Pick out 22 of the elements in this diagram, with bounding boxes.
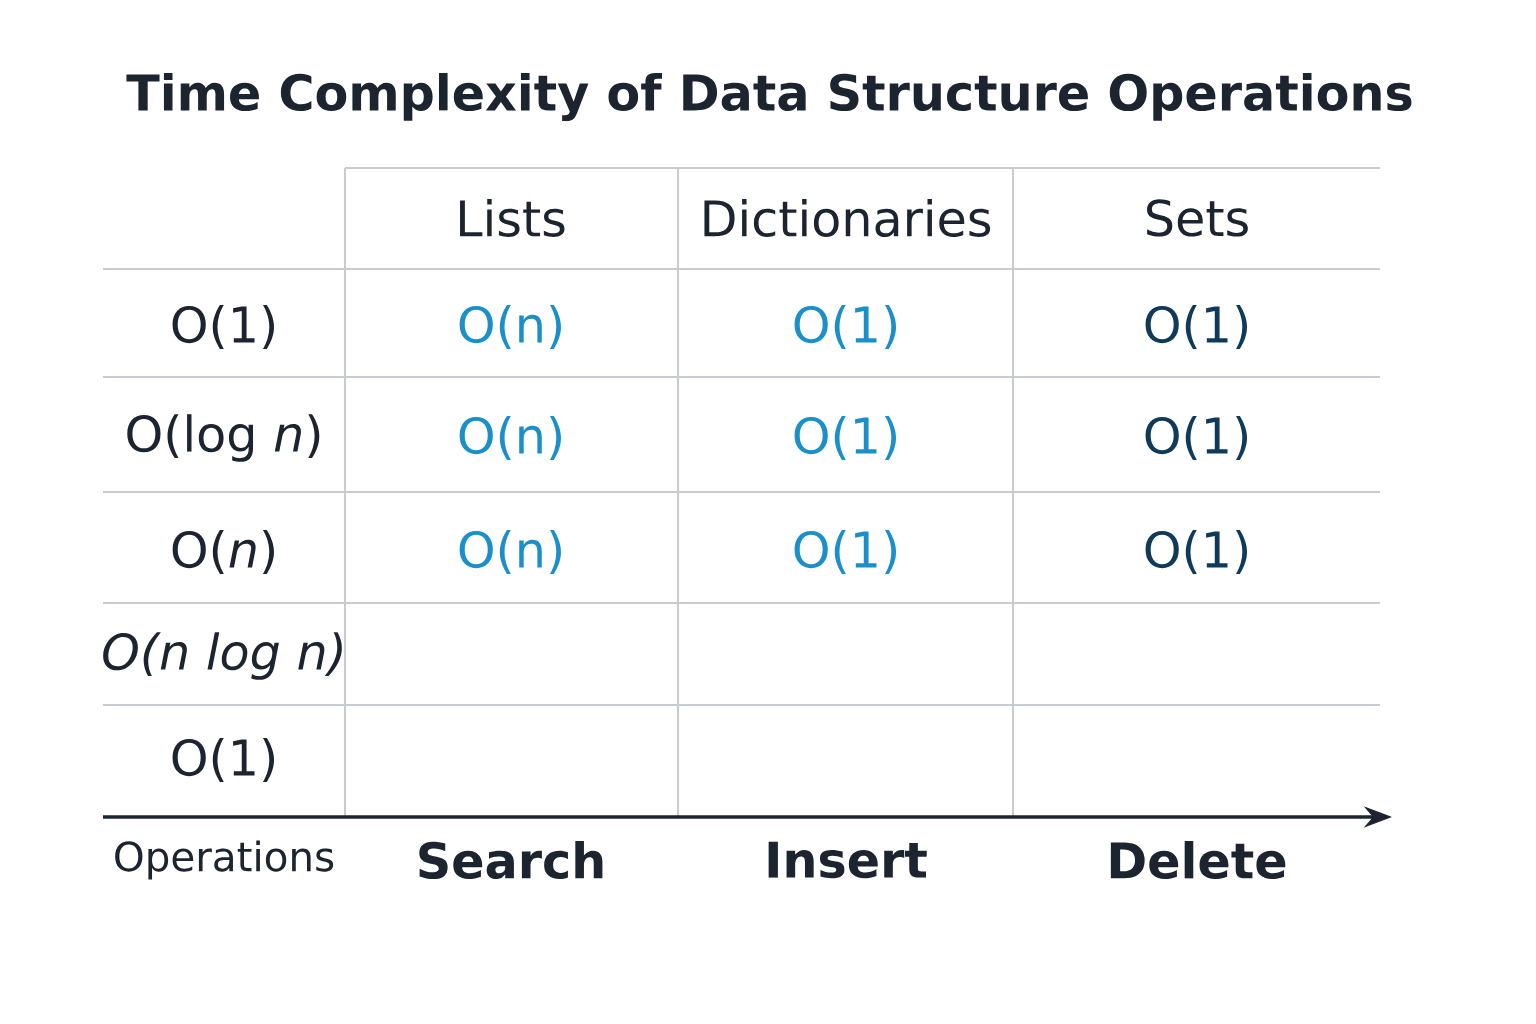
complexity-value: O(n) [459, 530, 561, 574]
axis-label: Operations [115, 840, 334, 880]
row-label: O(1) [172, 738, 274, 782]
row-label: O(1) [172, 305, 274, 349]
complexity-value: O(1) [794, 530, 896, 574]
column-header: Dictionaries [704, 198, 991, 238]
row-label: O(n) [172, 530, 274, 574]
row-label: O(log n) [127, 414, 320, 462]
column-header: Lists [460, 198, 565, 238]
column-header: Sets [1147, 199, 1248, 237]
complexity-value: O(1) [1145, 530, 1247, 574]
complexity-value: O(1) [1145, 305, 1247, 349]
axis-label: Insert [768, 841, 927, 879]
complexity-value: O(1) [794, 305, 896, 349]
axis-label: Delete [1110, 840, 1286, 880]
row-label: O(n log n) [103, 632, 342, 680]
complexity-value: O(1) [1145, 416, 1247, 460]
title: Time Complexity of Data Structure Operations [126, 73, 1412, 121]
complexity-value: O(1) [794, 416, 896, 460]
complexity-value: O(n) [459, 416, 561, 460]
complexity-value: O(n) [459, 305, 561, 349]
axis-label: Search [419, 840, 603, 880]
